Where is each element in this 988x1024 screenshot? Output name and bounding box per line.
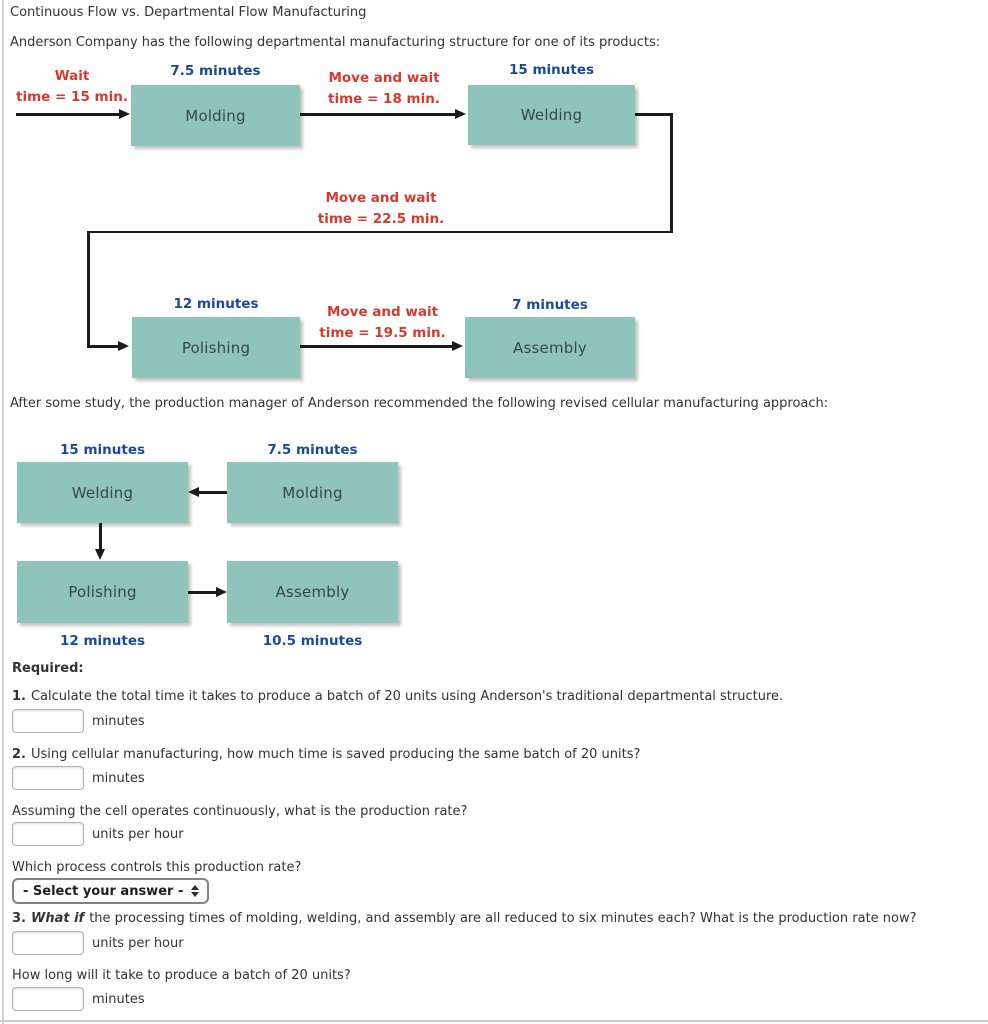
cell-welding-to-polishing-line bbox=[99, 523, 102, 550]
polishing-to-assembly-line bbox=[300, 345, 453, 348]
move-wait-18-label: Move and wait time = 18 min. bbox=[302, 68, 466, 110]
cell-molding-box: Molding bbox=[227, 462, 398, 523]
cell-assembly-time-label: 10.5 minutes bbox=[262, 633, 363, 649]
cell-welding-box: Welding bbox=[17, 462, 188, 523]
connector-left-vertical-line bbox=[87, 230, 90, 347]
question-3b-text: How long will it take to produce a batch… bbox=[12, 968, 351, 983]
question-2-body: Using cellular manufacturing, how much t… bbox=[30, 747, 641, 762]
q3-unit-label: units per hour bbox=[92, 935, 184, 951]
question-2c-text: Which process controls this production r… bbox=[12, 860, 302, 875]
page-bottom-border bbox=[0, 1020, 988, 1022]
wait-label: Wait time = 15 min. bbox=[14, 66, 130, 108]
polishing-box-label: Polishing bbox=[181, 338, 251, 357]
move-wait-19-label: Move and wait time = 19.5 min. bbox=[300, 302, 465, 344]
cell-polishing-to-assembly-line bbox=[188, 591, 216, 594]
wait-label-line2: time = 15 min. bbox=[16, 89, 128, 105]
welding-time-label: 15 minutes bbox=[508, 62, 595, 78]
cell-polishing-time-label: 12 minutes bbox=[59, 633, 146, 649]
required-heading: Required: bbox=[12, 661, 84, 676]
q2b-answer-input[interactable] bbox=[12, 822, 84, 846]
cell-molding-to-welding-arrowhead-icon bbox=[188, 486, 199, 497]
question-3-emphasis: What if bbox=[30, 911, 85, 926]
polishing-box: Polishing bbox=[132, 317, 300, 378]
entry-arrow-line bbox=[16, 113, 120, 116]
assembly-time-label: 7 minutes bbox=[512, 297, 588, 313]
connector-right-vertical-line bbox=[670, 113, 673, 233]
polishing-entry-line bbox=[87, 345, 119, 348]
q3b-unit-label: minutes bbox=[92, 991, 145, 1007]
cell-molding-box-label: Molding bbox=[282, 483, 343, 502]
question-2-number: 2. bbox=[12, 747, 26, 762]
question-2b-text: Assuming the cell operates continuously,… bbox=[12, 804, 468, 819]
question-2-answer-row: minutes bbox=[12, 766, 145, 790]
question-3-answer-row: units per hour bbox=[12, 931, 184, 955]
cell-molding-to-welding-line bbox=[199, 491, 227, 494]
entry-arrowhead-icon bbox=[119, 108, 130, 119]
polishing-entry-arrowhead-icon bbox=[118, 340, 129, 351]
question-3b-answer-row: minutes bbox=[12, 987, 145, 1011]
question-2-text: 2. Using cellular manufacturing, how much… bbox=[12, 747, 640, 762]
assembly-box: Assembly bbox=[465, 317, 635, 378]
process-select[interactable]: - Select your answer - bbox=[12, 878, 210, 904]
select-spinner-icon bbox=[191, 885, 200, 897]
cell-assembly-box: Assembly bbox=[227, 561, 398, 623]
move-wait-22-line1: Move and wait bbox=[325, 190, 437, 206]
molding-box: Molding bbox=[131, 85, 300, 146]
q3-answer-input[interactable] bbox=[12, 931, 84, 955]
cell-polishing-to-assembly-arrowhead-icon bbox=[216, 586, 227, 597]
welding-exit-line bbox=[635, 113, 672, 116]
move-wait-19-line2: time = 19.5 min. bbox=[319, 325, 446, 341]
move-wait-22-label: Move and wait time = 22.5 min. bbox=[311, 188, 451, 230]
q2-unit-label: minutes bbox=[92, 770, 145, 786]
welding-box: Welding bbox=[468, 85, 635, 145]
connector-horizontal-line bbox=[87, 230, 672, 233]
move-wait-22-line2: time = 22.5 min. bbox=[317, 211, 445, 227]
molding-to-welding-line bbox=[300, 113, 456, 116]
wait-label-line1: Wait bbox=[54, 68, 90, 84]
cell-welding-time-label: 15 minutes bbox=[59, 442, 146, 458]
question-2b-answer-row: units per hour bbox=[12, 822, 184, 846]
question-1-answer-row: minutes bbox=[12, 709, 145, 733]
cell-welding-box-label: Welding bbox=[71, 483, 134, 502]
page-title: Continuous Flow vs. Departmental Flow Ma… bbox=[10, 5, 367, 20]
q2-answer-input[interactable] bbox=[12, 766, 84, 790]
intro-departmental-text: Anderson Company has the following depar… bbox=[10, 35, 661, 50]
polishing-time-label: 12 minutes bbox=[173, 296, 259, 312]
process-select-value: - Select your answer - bbox=[23, 883, 184, 899]
intro-cellular-text: After some study, the production manager… bbox=[10, 396, 829, 411]
cell-polishing-box-label: Polishing bbox=[68, 583, 137, 601]
question-1-body: Calculate the total time it takes to pro… bbox=[30, 689, 784, 704]
cell-polishing-box: Polishing bbox=[17, 561, 188, 623]
welding-box-label: Welding bbox=[520, 106, 583, 124]
q1-unit-label: minutes bbox=[92, 713, 145, 729]
cell-welding-to-polishing-arrowhead-icon bbox=[95, 549, 105, 560]
move-wait-18-line1: Move and wait bbox=[328, 70, 440, 86]
molding-time-label: 7.5 minutes bbox=[170, 63, 261, 79]
q1-answer-input[interactable] bbox=[12, 709, 84, 733]
question-3-number: 3. bbox=[12, 911, 26, 926]
move-wait-19-line1: Move and wait bbox=[326, 304, 439, 320]
question-3-body: the processing times of molding, welding… bbox=[89, 911, 917, 926]
page-left-border bbox=[2, 0, 4, 1024]
move-wait-18-line2: time = 18 min. bbox=[328, 91, 440, 107]
assembly-box-label: Assembly bbox=[513, 338, 587, 357]
cell-molding-time-label: 7.5 minutes bbox=[267, 442, 358, 458]
question-3-text: 3. What if the processing times of molding… bbox=[12, 911, 917, 926]
molding-to-welding-arrowhead-icon bbox=[455, 108, 466, 119]
cell-assembly-box-label: Assembly bbox=[275, 583, 350, 601]
molding-box-label: Molding bbox=[185, 106, 246, 125]
question-1-number: 1. bbox=[12, 689, 26, 704]
polishing-to-assembly-arrowhead-icon bbox=[452, 340, 463, 351]
q3b-answer-input[interactable] bbox=[12, 987, 84, 1011]
question-1-text: 1. Calculate the total time it takes to p… bbox=[12, 689, 783, 704]
q2b-unit-label: units per hour bbox=[92, 826, 184, 842]
